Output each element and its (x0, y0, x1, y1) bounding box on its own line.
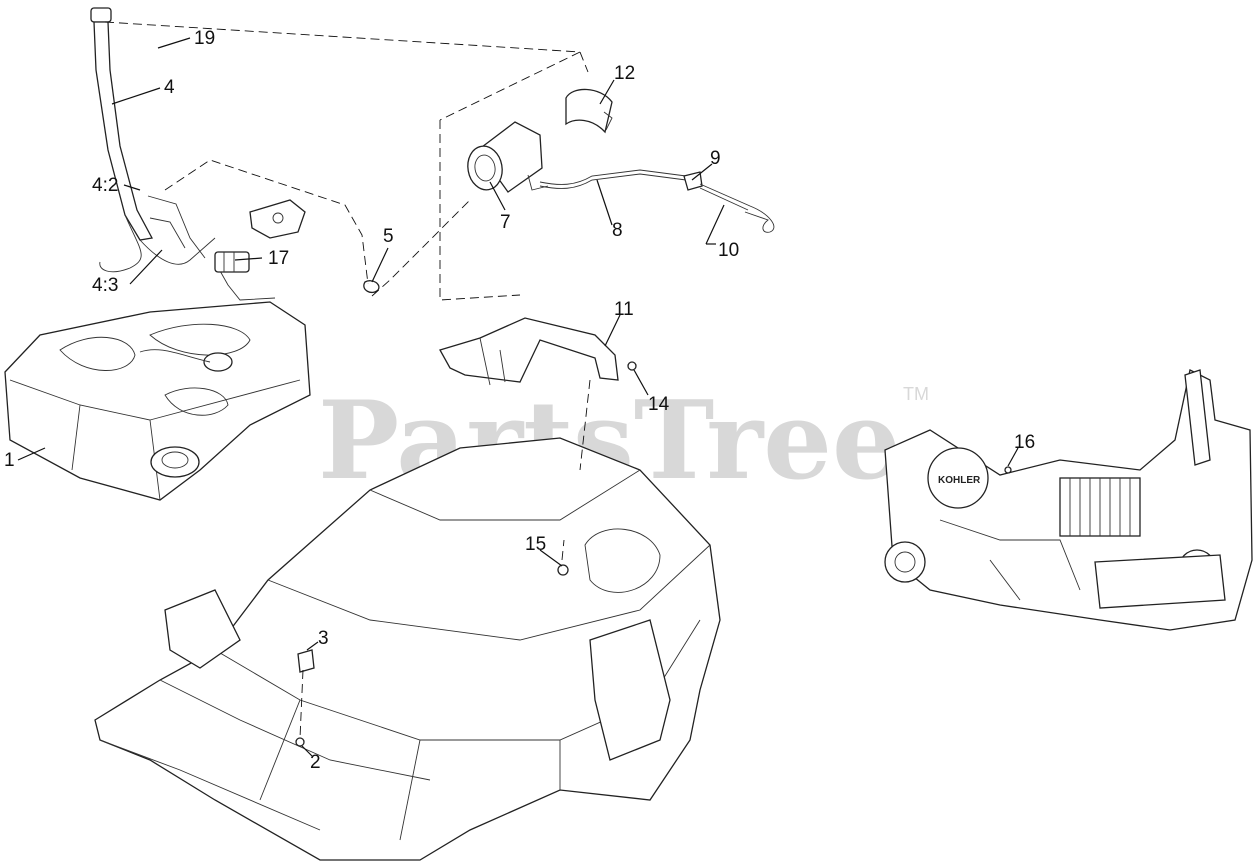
engine-badge: KOHLER (938, 475, 981, 486)
nut-2 (295, 737, 305, 747)
engine-inset: KOHLER (884, 369, 1253, 631)
callout-2: 2 (310, 752, 321, 773)
filler-neck-hose (90, 7, 216, 273)
bumper-3 (297, 649, 315, 673)
fuel-tank (4, 261, 311, 501)
grommet-15 (557, 564, 569, 576)
callout-5: 5 (383, 226, 394, 247)
callout-9: 9 (710, 148, 721, 169)
carbon-canister (467, 121, 549, 193)
vent-hose (539, 169, 687, 189)
callout-1: 1 (4, 450, 15, 471)
callout-7: 7 (500, 212, 511, 233)
callout-4-3: 4:3 (92, 275, 118, 296)
callout-12: 12 (614, 63, 635, 84)
callout-15: 15 (525, 534, 546, 555)
hose-fitting-17 (214, 251, 250, 273)
callout-16: 16 (1014, 432, 1035, 453)
callout-10: 10 (718, 240, 739, 261)
watermark-trademark: TM (903, 384, 929, 404)
callout-8: 8 (612, 220, 623, 241)
callout-3: 3 (318, 628, 329, 649)
callout-4: 4 (164, 77, 175, 98)
frame-chassis (94, 437, 721, 861)
hose-clip (363, 280, 380, 294)
callout-14: 14 (648, 394, 670, 415)
heat-shield (439, 317, 619, 386)
hose-fitting-9 (683, 171, 703, 191)
mount-bracket (249, 199, 306, 239)
canister-strap (565, 88, 613, 134)
callout-labels: 19 4 4:2 4:3 17 5 1 12 7 8 9 10 11 14 16… (4, 28, 1035, 773)
callout-11: 11 (614, 299, 634, 320)
callout-19: 19 (194, 28, 215, 49)
callout-17: 17 (268, 248, 289, 269)
callout-4-2: 4:2 (92, 175, 118, 196)
vent-tube (699, 183, 775, 233)
screw-14 (627, 361, 637, 371)
phantom-lines (104, 21, 591, 739)
leader-lines (17, 37, 1019, 757)
